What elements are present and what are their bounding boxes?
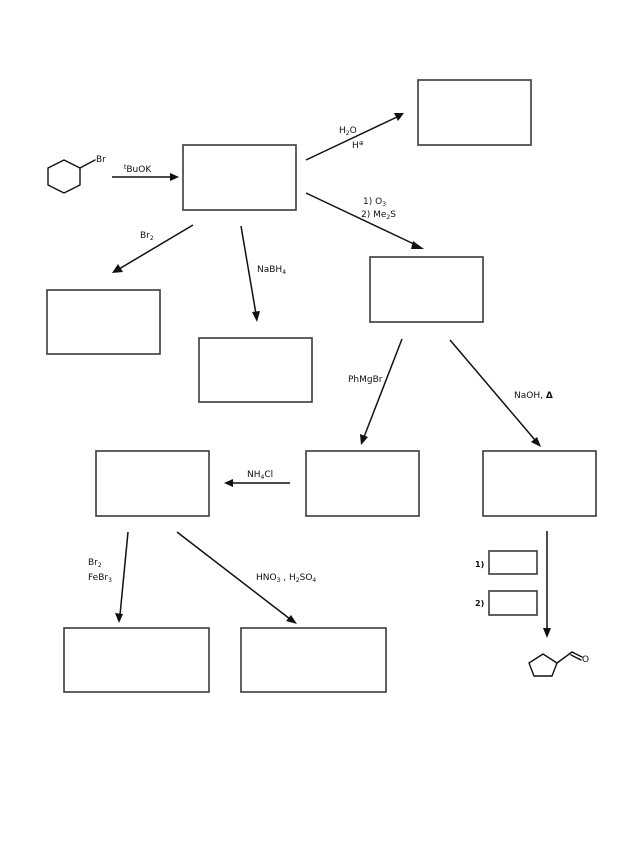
reagent-naoh-heat: NaOH, Δ (514, 391, 553, 401)
answer-box-b[interactable] (417, 79, 532, 146)
arrow-to-final-product (543, 531, 551, 638)
c-cho-bond (556, 651, 573, 664)
reagent-nh4cl: NH4Cl (247, 470, 273, 481)
c-br-bond (79, 159, 96, 169)
step-1-label: 1) (475, 560, 484, 569)
reagent-nabh4: NaBH4 (257, 265, 286, 276)
arrow-aldol: NaOH, Δ (449, 339, 553, 447)
oxygen-atom-label: O (582, 655, 589, 665)
arrow-grignard: PhMgBr (348, 338, 403, 445)
answer-box-h[interactable] (95, 450, 210, 517)
answer-box-d[interactable] (46, 289, 161, 355)
reagent-br2: Br2 (140, 231, 154, 242)
answer-box-c[interactable] (369, 256, 484, 323)
step-2-label: 2) (475, 599, 484, 608)
reagent-phmgbr: PhMgBr (348, 375, 383, 385)
arrow-bromination: Br2 (112, 224, 194, 273)
answer-box-e[interactable] (198, 337, 313, 403)
answer-box-j[interactable] (240, 627, 387, 693)
arrow-nabh4: NaBH4 (240, 225, 286, 322)
arrow-nitration: HNO3 , H2SO4 (176, 531, 316, 624)
reagent-h2o: H2O (339, 126, 357, 137)
c-o-double-bond-2 (570, 654, 582, 661)
starting-material-bromocyclohexane: Br (47, 155, 106, 194)
answer-box-i[interactable] (63, 627, 210, 693)
reagent-hno3-h2so4: HNO3 , H2SO4 (256, 573, 316, 584)
reagent-box-step-2[interactable] (488, 590, 538, 616)
arrow-febr3: Br2 FeBr3 (88, 531, 129, 623)
final-product-cyclopentanecarbaldehyde: O (528, 651, 589, 677)
reagent-tbuok: tBuOK (124, 164, 152, 175)
c-o-double-bond (571, 651, 583, 658)
bromine-atom-label: Br (96, 155, 106, 165)
reagent-box-step-1[interactable] (488, 550, 538, 575)
reagent-br2-aromatic: Br2 (88, 558, 102, 569)
reagent-ozone: 1) O3 (363, 197, 386, 208)
cyclopentane-ring (528, 653, 558, 677)
reagent-h-plus: H⊕ (352, 140, 364, 151)
arrow-tbuok: tBuOK (112, 164, 179, 181)
answer-box-a[interactable] (182, 144, 297, 211)
answer-box-f[interactable] (305, 450, 420, 517)
arrow-nh4cl: NH4Cl (224, 470, 290, 487)
arrow-ozonolysis: 1) O3 2) Me2S (305, 192, 424, 249)
answer-box-g[interactable] (482, 450, 597, 517)
reagent-me2s: 2) Me2S (361, 210, 396, 221)
reagent-febr3: FeBr3 (88, 573, 112, 584)
cyclohexane-ring (47, 159, 81, 194)
arrow-hydration: H2O H⊕ (305, 113, 404, 161)
